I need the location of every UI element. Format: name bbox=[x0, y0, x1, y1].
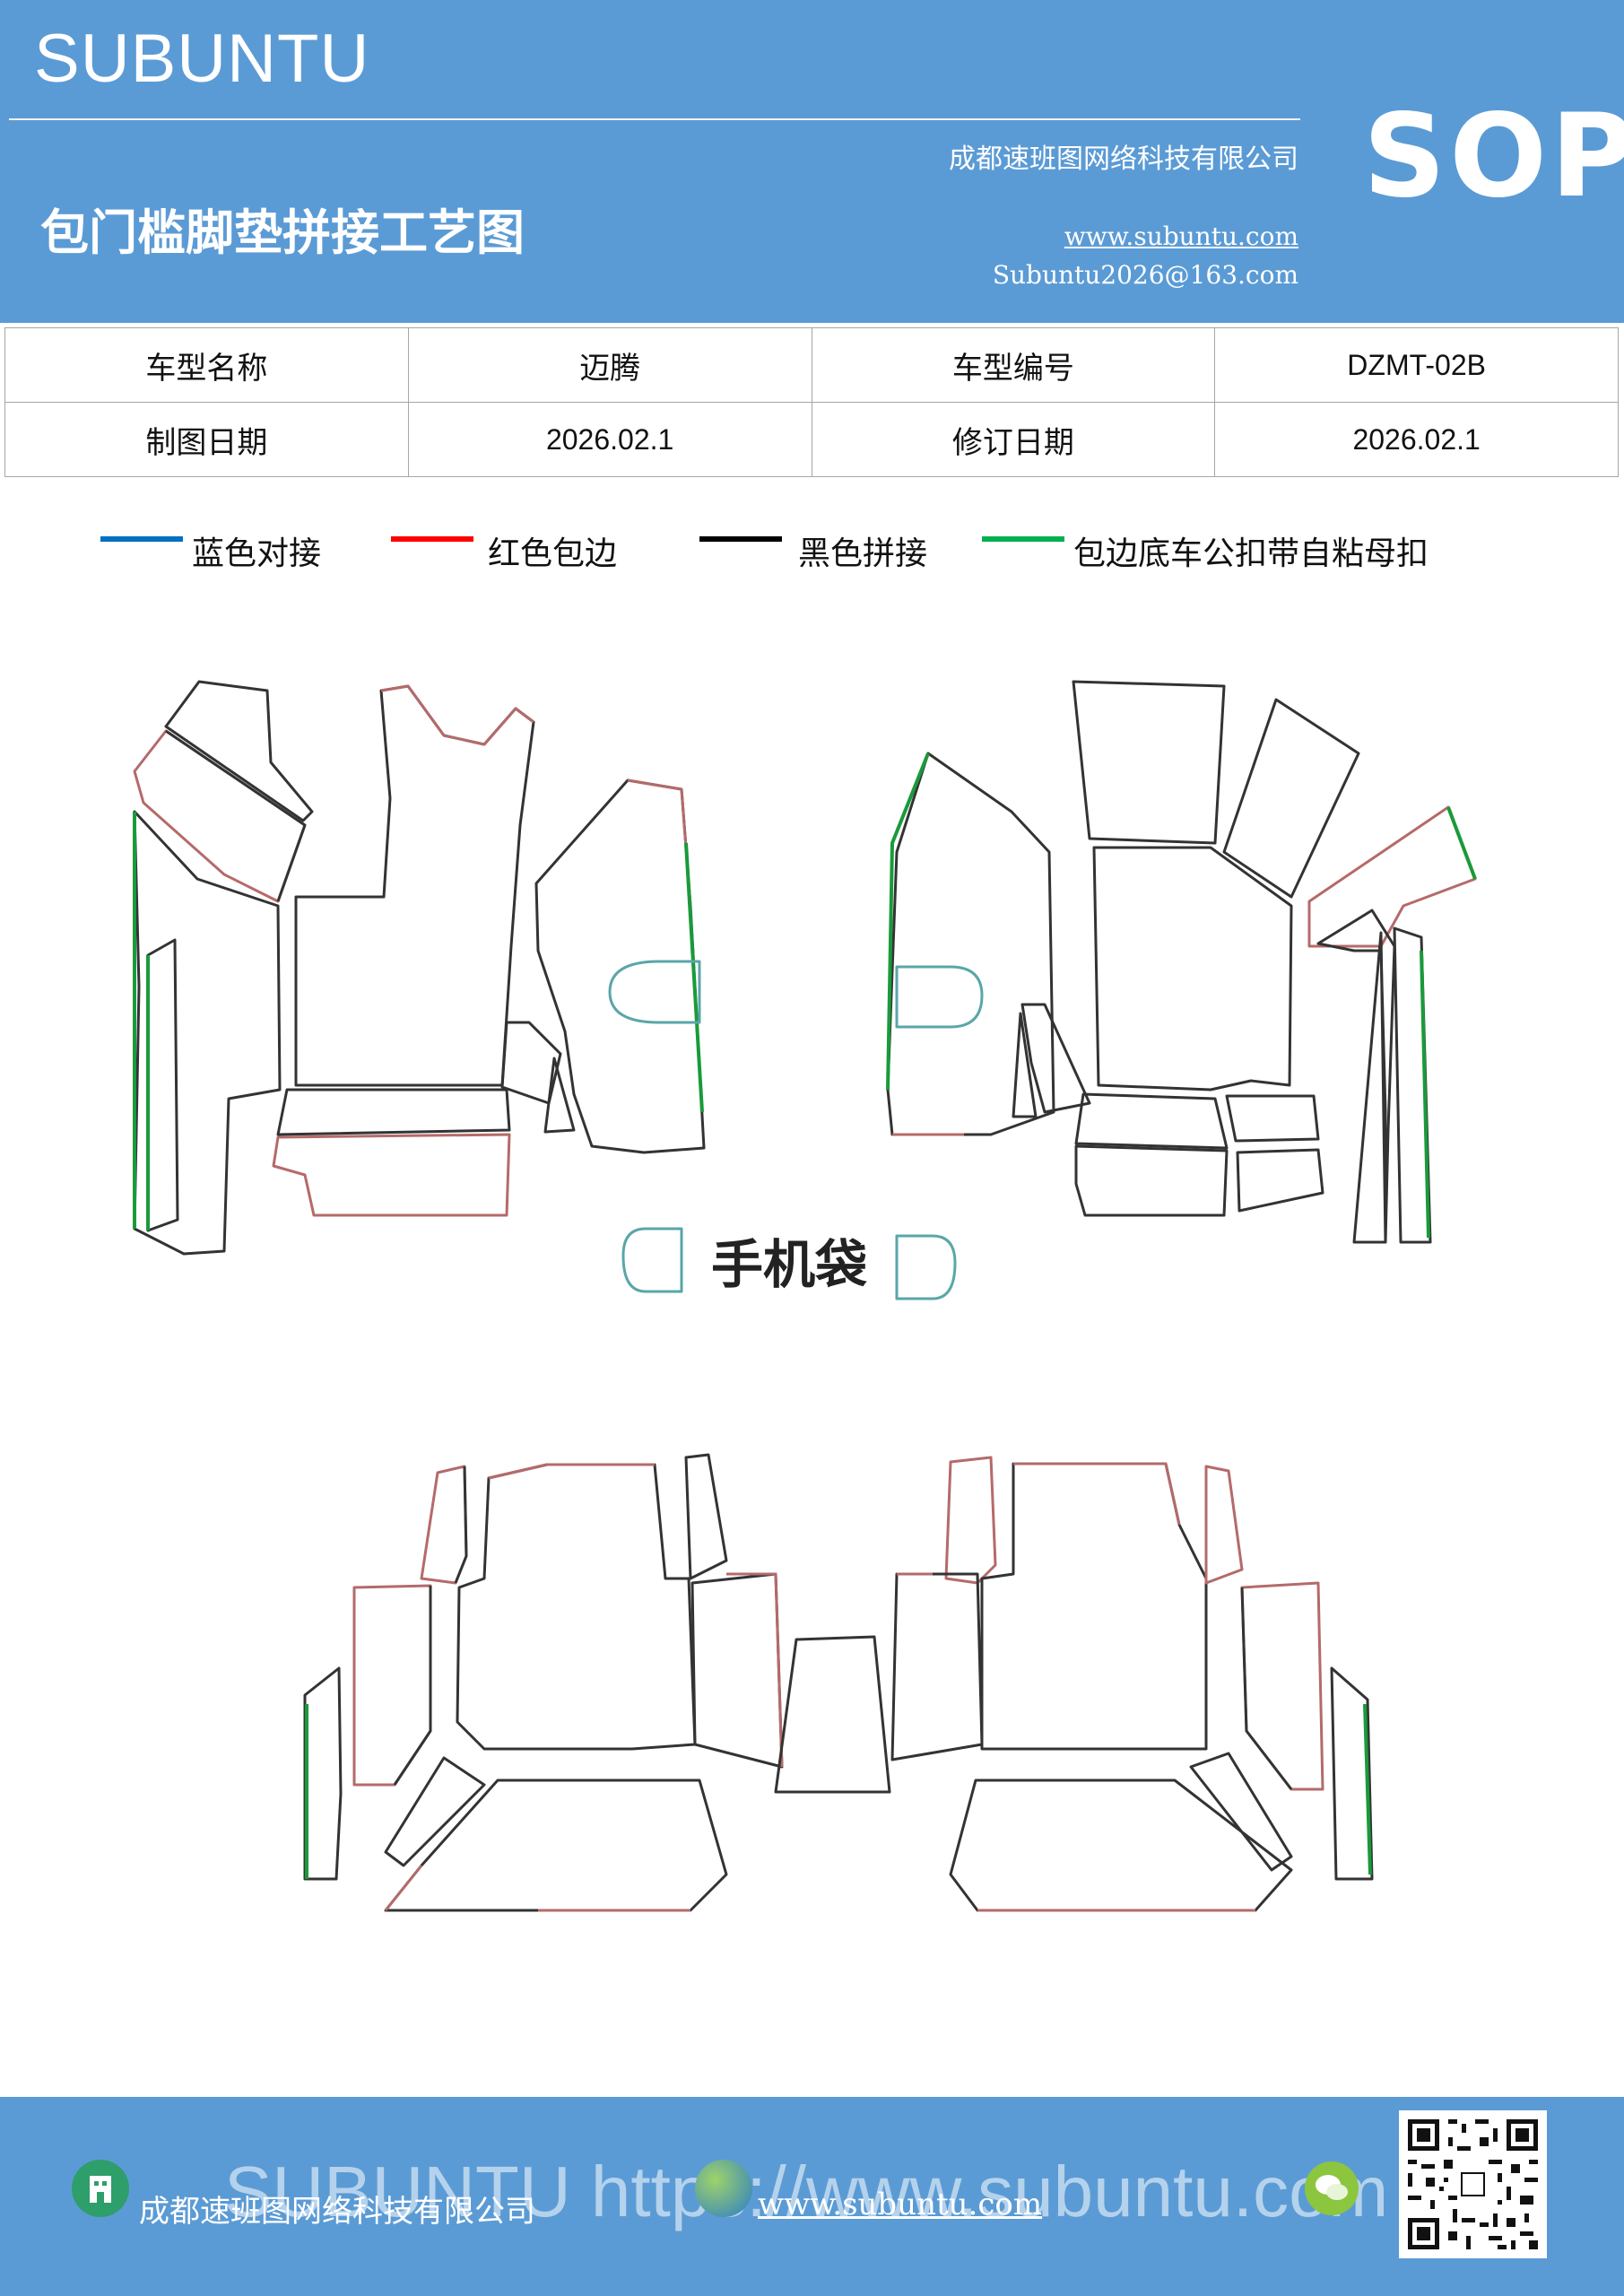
front-right-small-pad bbox=[1225, 1094, 1320, 1143]
company-name: 成都速班图网络科技有限公司 bbox=[949, 144, 1298, 175]
front-right-sill-bar bbox=[1074, 1092, 1229, 1150]
front-left-cup-cutout bbox=[608, 960, 701, 1024]
front-left-top-piece bbox=[164, 680, 314, 822]
rear-left-front-pad bbox=[384, 1756, 486, 1867]
front-right-main-mat bbox=[1092, 846, 1293, 1091]
rear-left-side-strip bbox=[303, 1666, 343, 1881]
rear-left-inner-panel bbox=[690, 1572, 784, 1769]
front-right-corner-piece bbox=[1307, 805, 1477, 948]
header-divider bbox=[9, 118, 1300, 120]
rear-right-outer-panel bbox=[1240, 1581, 1324, 1791]
rear-right-side-strip bbox=[1330, 1666, 1374, 1881]
email-address[interactable]: Subuntu2026@163.com bbox=[992, 260, 1298, 290]
rear-right-pillar bbox=[1204, 1465, 1244, 1585]
value-revision-date: 2026.02.1 bbox=[1214, 402, 1619, 477]
value-draw-date: 2026.02.1 bbox=[407, 402, 812, 477]
front-left-narrow-strip bbox=[146, 938, 179, 1232]
front-left-footrest bbox=[500, 1021, 562, 1105]
front-left-right-panel bbox=[534, 778, 706, 1154]
front-right-heel-small bbox=[1236, 1148, 1324, 1213]
phone-pocket-left bbox=[621, 1227, 683, 1293]
legend-label: 包边底车公扣带自粘母扣 bbox=[1073, 535, 1429, 572]
brand-name: SUBUNTU bbox=[34, 21, 370, 97]
footer-company: 成都速班图网络科技有限公司 bbox=[139, 2194, 535, 2230]
rear-right-top-strip bbox=[944, 1456, 997, 1585]
rear-right-bottom-mat bbox=[949, 1779, 1293, 1912]
front-right-narrow-strip bbox=[1393, 926, 1432, 1244]
front-right-top-left bbox=[1072, 680, 1226, 845]
table-row: 车型名称 迈腾 车型编号 DZMT-02B bbox=[4, 327, 1619, 403]
front-left-main-mat bbox=[294, 684, 535, 1087]
label-revision-date: 修订日期 bbox=[811, 402, 1216, 477]
globe-icon bbox=[695, 2160, 752, 2217]
header-banner: SUBUNTU 包门槛脚垫拼接工艺图 成都速班图网络科技有限公司 www.sub… bbox=[0, 0, 1624, 323]
building-icon bbox=[72, 2160, 129, 2217]
front-right-cup-cutout bbox=[895, 965, 984, 1029]
legend-swatch-red bbox=[391, 536, 473, 542]
line-legend: 蓝色对接 红色包边 黑色拼接 包边底车公扣带自粘母扣 bbox=[0, 527, 1624, 581]
label-draw-date: 制图日期 bbox=[4, 402, 409, 477]
rear-left-pillar bbox=[684, 1453, 728, 1580]
front-left-sill-bar bbox=[276, 1088, 511, 1136]
rear-left-outer-panel bbox=[352, 1584, 432, 1787]
document-title: 包门槛脚垫拼接工艺图 bbox=[40, 204, 525, 261]
front-right-footrest bbox=[1020, 1003, 1091, 1114]
front-left-side-panel bbox=[133, 810, 282, 1256]
legend-label: 黑色拼接 bbox=[798, 535, 928, 572]
value-model-name: 迈腾 bbox=[407, 327, 812, 403]
phone-pocket-right bbox=[895, 1234, 957, 1300]
vehicle-info-table: 车型名称 迈腾 车型编号 DZMT-02B 制图日期 2026.02.1 修订日… bbox=[4, 327, 1619, 477]
center-tunnel-pad bbox=[774, 1635, 891, 1794]
table-row: 制图日期 2026.02.1 修订日期 2026.02.1 bbox=[4, 402, 1619, 477]
legend-swatch-green bbox=[982, 536, 1064, 542]
legend-label: 红色包边 bbox=[488, 535, 618, 572]
label-model-name: 车型名称 bbox=[4, 327, 409, 403]
legend-swatch-blue bbox=[100, 536, 183, 542]
qr-code bbox=[1399, 2110, 1547, 2258]
footer-watermark: SUBUNTU https://www.subuntu.com bbox=[224, 2152, 1389, 2231]
footer-website-link[interactable]: www.subuntu.com bbox=[758, 2187, 1043, 2222]
footer-banner: SUBUNTU https://www.subuntu.com 成都速班图网络科… bbox=[0, 2097, 1624, 2296]
phone-pocket-label: 手机袋 bbox=[711, 1234, 867, 1295]
front-right-heel-pad bbox=[1074, 1144, 1229, 1217]
front-right-left-panel bbox=[886, 752, 1055, 1136]
label-model-code: 车型编号 bbox=[811, 327, 1216, 403]
rear-left-bottom-mat bbox=[384, 1779, 728, 1912]
front-right-top-right bbox=[1222, 698, 1360, 899]
rear-left-main-mat bbox=[456, 1463, 697, 1751]
website-link[interactable]: www.subuntu.com bbox=[1064, 222, 1298, 251]
front-left-sill-strip bbox=[133, 729, 307, 903]
legend-label: 蓝色对接 bbox=[192, 535, 322, 572]
sop-badge: SOP bbox=[1363, 90, 1624, 223]
front-left-heel-pad bbox=[272, 1133, 511, 1217]
value-model-code: DZMT-02B bbox=[1214, 327, 1619, 403]
rear-left-top-strip bbox=[420, 1465, 468, 1585]
wechat-icon bbox=[1305, 2161, 1359, 2215]
rear-right-main-mat bbox=[980, 1462, 1208, 1751]
rear-right-inner-panel bbox=[890, 1572, 984, 1761]
legend-swatch-black bbox=[699, 536, 782, 542]
